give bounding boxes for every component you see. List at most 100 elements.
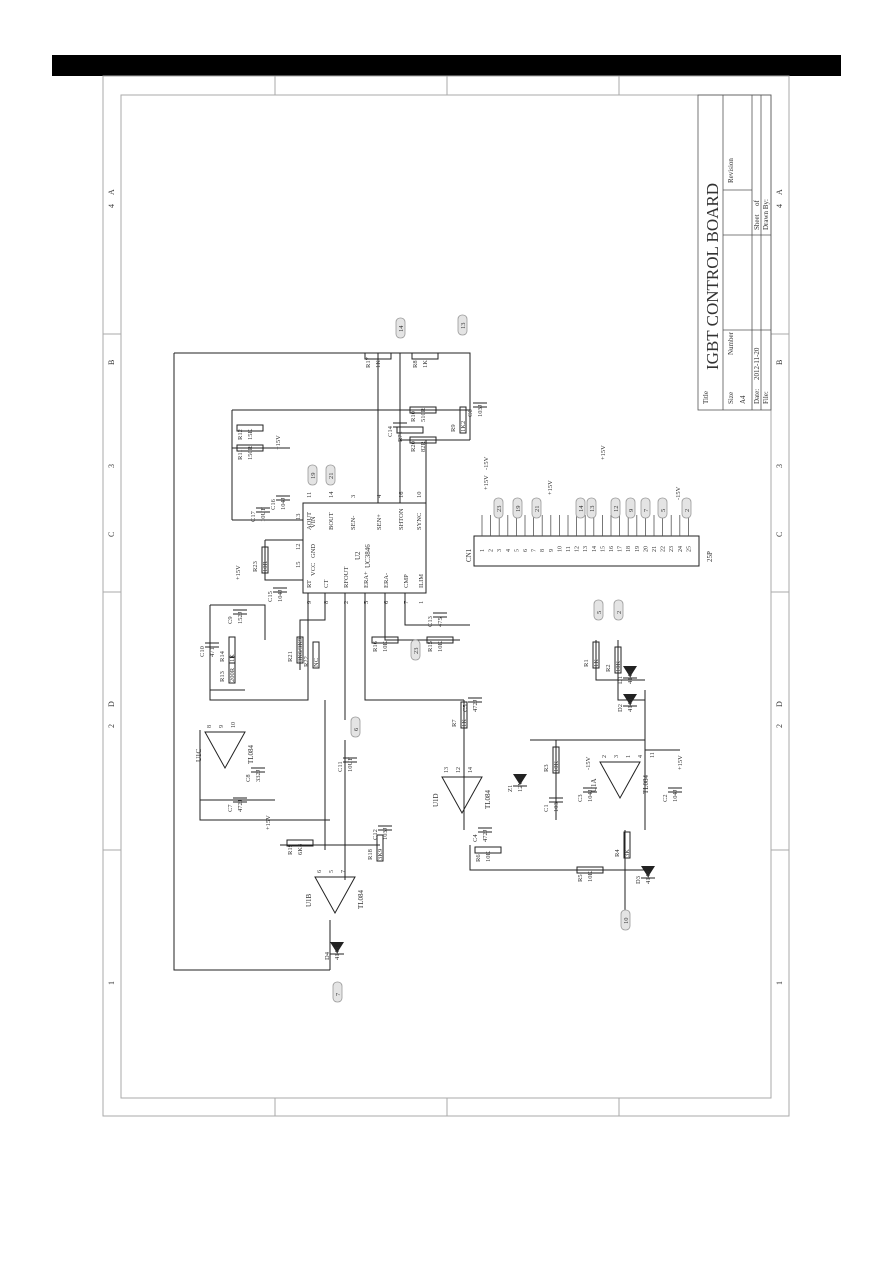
component-value: 510R — [420, 407, 427, 422]
component-ref: D3 — [635, 876, 642, 884]
wiring — [173, 352, 680, 971]
component-ref: C10 — [199, 646, 206, 657]
component-ref: R1 — [583, 659, 590, 667]
file-label: File: — [762, 391, 770, 404]
u2-pin-number: 6 — [383, 600, 390, 604]
u2-pin-number: 7 — [403, 600, 410, 604]
net-port-label: 10 — [623, 918, 630, 925]
frame-row-label: 4 — [775, 204, 784, 208]
component-value: 4148 — [627, 671, 634, 684]
net-port-label: 9 — [628, 509, 635, 512]
cn1-pin-number: 18 — [626, 546, 632, 552]
u2-pin-number: 9 — [306, 601, 313, 604]
u2-pin-name: BOUT — [328, 512, 335, 530]
supply-rail-label: +15V — [265, 815, 272, 830]
net-port-12: 12 — [610, 497, 621, 519]
date-value: 2012-11-20 — [753, 347, 761, 380]
component-ref: C15 — [267, 591, 274, 602]
opamp-pin-number: 7 — [341, 870, 347, 873]
component-value: 10K — [382, 641, 389, 653]
component-ref: R17 — [365, 356, 372, 368]
u2-ref: U2 — [354, 551, 362, 560]
component-ref: R21 — [287, 651, 294, 662]
component-ref: R10 — [410, 411, 417, 422]
net-port-5: 5 — [593, 599, 604, 621]
net-port-19: 19 — [512, 497, 523, 519]
frame-row-label: 2 — [775, 724, 784, 728]
component-value: 10K — [587, 871, 594, 883]
component-value: 12V — [517, 781, 524, 793]
supply-rail-label: +15V — [275, 435, 282, 450]
net-port-label: 19 — [310, 473, 317, 480]
u2-pin-number: 12 — [295, 544, 302, 551]
u2-pin-name: RFOUT — [343, 567, 350, 588]
component-ref: R5 — [577, 874, 584, 882]
component-value: 4148 — [627, 699, 634, 712]
opamp-pin-number: 6 — [317, 870, 323, 873]
component-value: 15K — [247, 429, 254, 441]
component-value: 472J — [472, 699, 479, 712]
opamp-ref: U1D — [432, 793, 440, 807]
net-port-label: 13 — [460, 323, 467, 330]
component-ref: Z1 — [507, 785, 514, 792]
opamp-ref: U1B — [305, 893, 313, 907]
net-port-label: 13 — [589, 506, 596, 513]
opamp-part: TL084 — [247, 744, 255, 764]
cn1-pin-number: 23 — [669, 546, 675, 552]
net-port-label: 5 — [660, 509, 667, 512]
revision-label: Revision — [727, 158, 735, 183]
component-value: 104J — [672, 789, 679, 802]
component-ref: R7 — [451, 719, 458, 727]
component-value: 10UF — [260, 507, 267, 522]
component-ref: D4 — [324, 951, 331, 960]
component-ref: C13 — [427, 616, 434, 627]
component-value: 10K — [553, 761, 560, 773]
frame-column-label: C — [107, 532, 116, 537]
net-port-14: 14 — [575, 497, 586, 519]
opamp-ref: U1C — [195, 748, 203, 762]
net-port-label: 19 — [515, 506, 522, 513]
u2-pin-number: 8 — [323, 601, 330, 604]
net-port-label: 23 — [413, 648, 420, 655]
cn1-pin-number: 4 — [506, 549, 512, 552]
net-port-label: 21 — [328, 473, 335, 480]
opamp-pin-number: 12 — [456, 767, 462, 773]
component-value: 475 — [437, 617, 444, 627]
title-label: Title — [702, 391, 710, 404]
component-ref: R8 — [412, 360, 419, 368]
cn1-pin-number: 6 — [523, 549, 529, 552]
component-value: 103J — [477, 404, 484, 417]
cn1-pin-number: 1 — [480, 549, 486, 552]
component-ref: C16 — [270, 498, 277, 510]
component-ref: C4 — [472, 834, 479, 842]
u2-pin-number: 4 — [376, 494, 383, 498]
net-port-21: 21 — [531, 497, 542, 519]
frame-row-label: 2 — [107, 724, 116, 728]
frame-column-label: A — [107, 189, 116, 195]
net-port-label: 5 — [596, 611, 603, 614]
net-port-label: 12 — [613, 506, 620, 513]
